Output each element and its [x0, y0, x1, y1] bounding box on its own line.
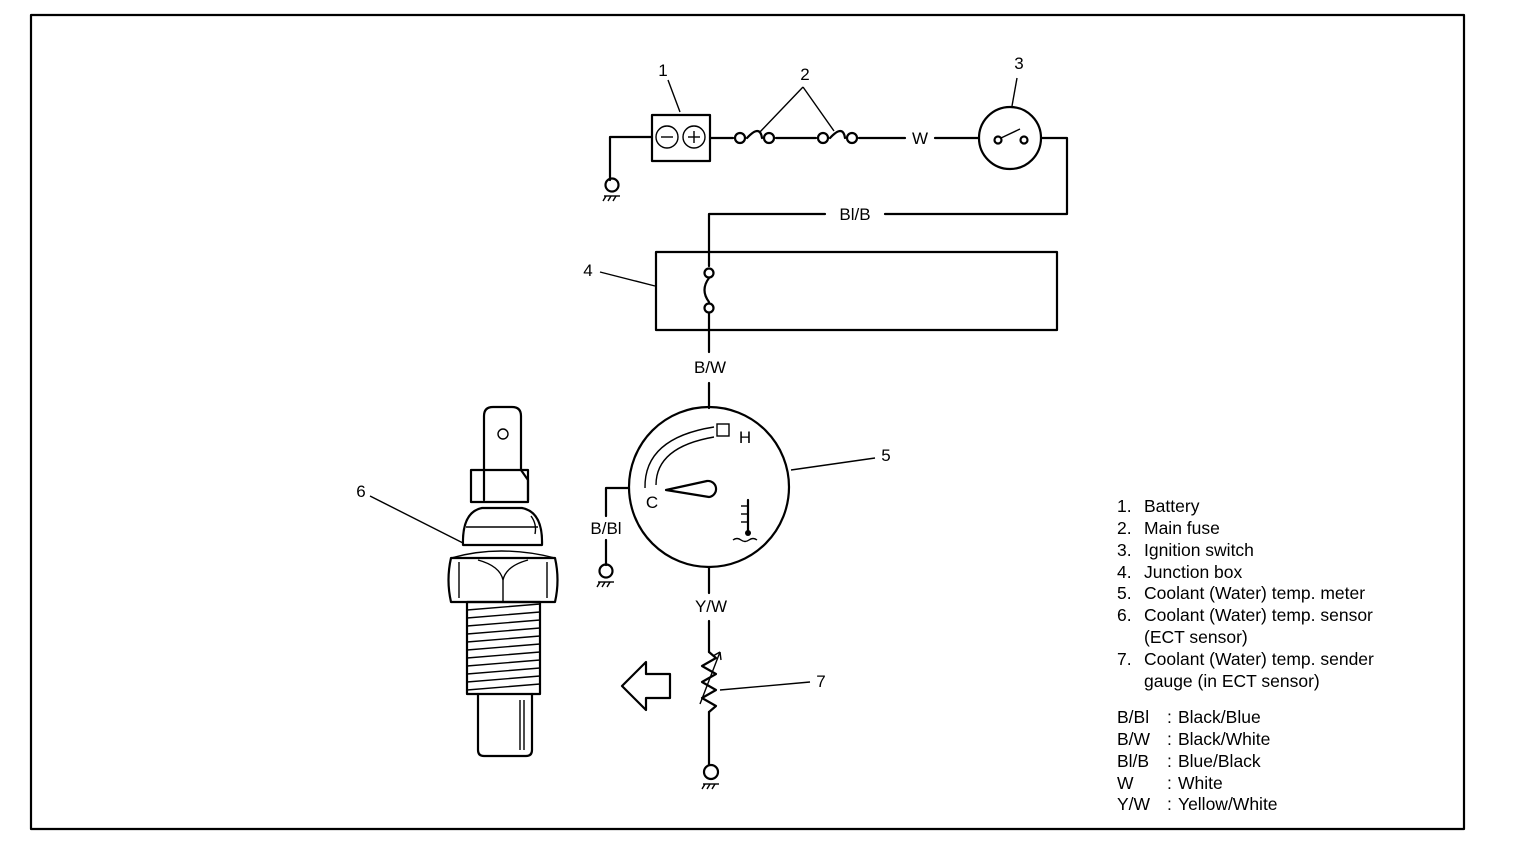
- diagram-frame: [29, 13, 1466, 831]
- legend-item: (ECT sensor): [1144, 627, 1248, 647]
- legend-item: gauge (in ECT sensor): [1144, 671, 1320, 691]
- callout-2: 2: [800, 65, 809, 84]
- svg-text::: :: [1167, 729, 1172, 749]
- svg-text:Coolant (Water) temp. sensor: Coolant (Water) temp. sensor: [1144, 605, 1373, 625]
- bl-b-wire: [883, 136, 1069, 216]
- svg-text::: :: [1167, 794, 1172, 814]
- svg-text:Junction box: Junction box: [1144, 562, 1243, 582]
- svg-text:(ECT sensor): (ECT sensor): [1144, 627, 1248, 647]
- svg-text:4.: 4.: [1117, 562, 1132, 582]
- svg-text:Bl/B: Bl/B: [1117, 751, 1149, 771]
- color-code-legend: B/Bl : Black/Blue B/W : Black/White Bl/B…: [1117, 707, 1278, 814]
- svg-text:1.: 1.: [1117, 496, 1132, 516]
- svg-text:7.: 7.: [1117, 649, 1132, 669]
- legend-item: 6. Coolant (Water) temp. sensor: [1117, 605, 1373, 625]
- callout-6: 6: [356, 482, 365, 501]
- legend-item: 7. Coolant (Water) temp. sender: [1117, 649, 1374, 669]
- svg-text:gauge (in ECT sensor): gauge (in ECT sensor): [1144, 671, 1320, 691]
- color-code-item: B/W : Black/White: [1117, 729, 1270, 749]
- svg-text:Coolant (Water) temp. meter: Coolant (Water) temp. meter: [1144, 583, 1365, 603]
- color-code-item: B/Bl : Black/Blue: [1117, 707, 1261, 727]
- component-legend: 1. Battery 2. Main fuse 3. Ignition swit…: [1117, 496, 1374, 691]
- callout-1: 1: [658, 61, 667, 80]
- callout-4: 4: [583, 261, 592, 280]
- arrow-left-icon: [620, 660, 672, 712]
- junction-box: [654, 250, 1059, 332]
- gauge-needle: [664, 479, 718, 499]
- wire-label-bl-b: Bl/B: [839, 205, 870, 224]
- callout-5: 5: [881, 446, 890, 465]
- svg-text:5.: 5.: [1117, 583, 1132, 603]
- svg-text:6.: 6.: [1117, 605, 1132, 625]
- color-code-item: Bl/B : Blue/Black: [1117, 751, 1261, 771]
- svg-text:2.: 2.: [1117, 518, 1132, 538]
- gauge-hot-label: H: [739, 428, 751, 447]
- svg-text:Yellow/White: Yellow/White: [1178, 794, 1278, 814]
- ground-icon: [602, 177, 620, 202]
- battery-ground-wire: [608, 135, 654, 182]
- callout-3: 3: [1014, 54, 1023, 73]
- svg-text:Main fuse: Main fuse: [1144, 518, 1220, 538]
- wire-label-w: W: [912, 129, 928, 148]
- svg-text:Ignition switch: Ignition switch: [1144, 540, 1254, 560]
- svg-text:Battery: Battery: [1144, 496, 1200, 516]
- temp-meter: [627, 405, 791, 569]
- svg-text:Coolant (Water) temp. sender: Coolant (Water) temp. sender: [1144, 649, 1374, 669]
- ignition-switch-symbol: [977, 105, 1043, 171]
- svg-text:Blue/Black: Blue/Black: [1178, 751, 1261, 771]
- fuse-icon: [733, 131, 859, 145]
- junction-fuse-icon: [703, 267, 715, 314]
- svg-text:B/Bl: B/Bl: [1117, 707, 1149, 727]
- color-code-item: W : White: [1117, 773, 1223, 793]
- variable-resistor-icon: [699, 650, 722, 714]
- battery-symbol: [650, 113, 712, 163]
- svg-text:3.: 3.: [1117, 540, 1132, 560]
- legend-item: 5. Coolant (Water) temp. meter: [1117, 583, 1365, 603]
- svg-text:W: W: [1117, 773, 1134, 793]
- legend-item: 2. Main fuse: [1117, 518, 1220, 538]
- svg-text:Black/White: Black/White: [1178, 729, 1270, 749]
- svg-text:Y/W: Y/W: [1117, 794, 1151, 814]
- wire-label-b-bl: B/Bl: [590, 519, 621, 538]
- legend-item: 4. Junction box: [1117, 562, 1243, 582]
- wire-label-b-w: B/W: [694, 358, 726, 377]
- svg-text:Black/Blue: Black/Blue: [1178, 707, 1261, 727]
- svg-text::: :: [1167, 707, 1172, 727]
- svg-text::: :: [1167, 751, 1172, 771]
- color-code-item: Y/W : Yellow/White: [1117, 794, 1278, 814]
- legend-item: 1. Battery: [1117, 496, 1200, 516]
- svg-text:White: White: [1178, 773, 1223, 793]
- main-fuse-wire: [708, 129, 907, 140]
- meter-ground-wire: [604, 486, 630, 567]
- callout-7: 7: [816, 672, 825, 691]
- svg-text::: :: [1167, 773, 1172, 793]
- ground-icon: [596, 563, 614, 588]
- ground-icon: [701, 763, 720, 790]
- gauge-cold-label: C: [646, 493, 658, 512]
- thermometer-icon: [732, 498, 758, 543]
- wire-label-y-w: Y/W: [695, 597, 727, 616]
- ect-sensor-illustration: [447, 405, 559, 758]
- svg-text:B/W: B/W: [1117, 729, 1151, 749]
- legend-item: 3. Ignition switch: [1117, 540, 1254, 560]
